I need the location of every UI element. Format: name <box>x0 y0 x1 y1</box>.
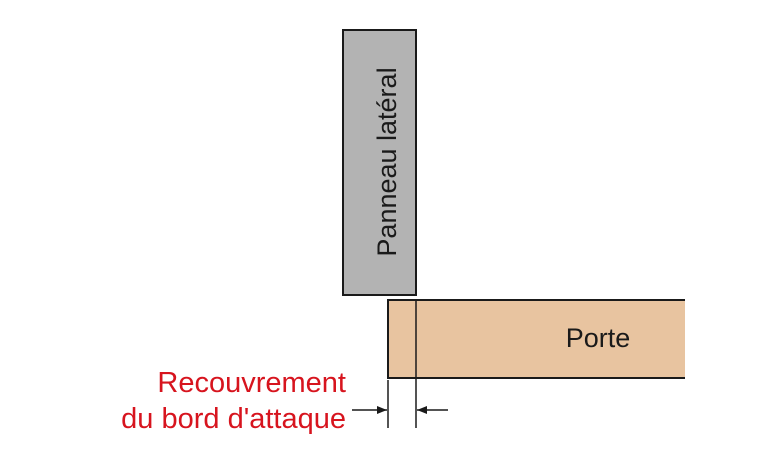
side-panel-label: Panneau latéral <box>372 67 402 256</box>
overlay-label-line2: du bord d'attaque <box>121 403 346 435</box>
overlay-label-line1: Recouvrement <box>157 367 346 399</box>
side-panel <box>342 29 417 296</box>
door-label: Porte <box>566 323 631 353</box>
door <box>387 299 685 379</box>
